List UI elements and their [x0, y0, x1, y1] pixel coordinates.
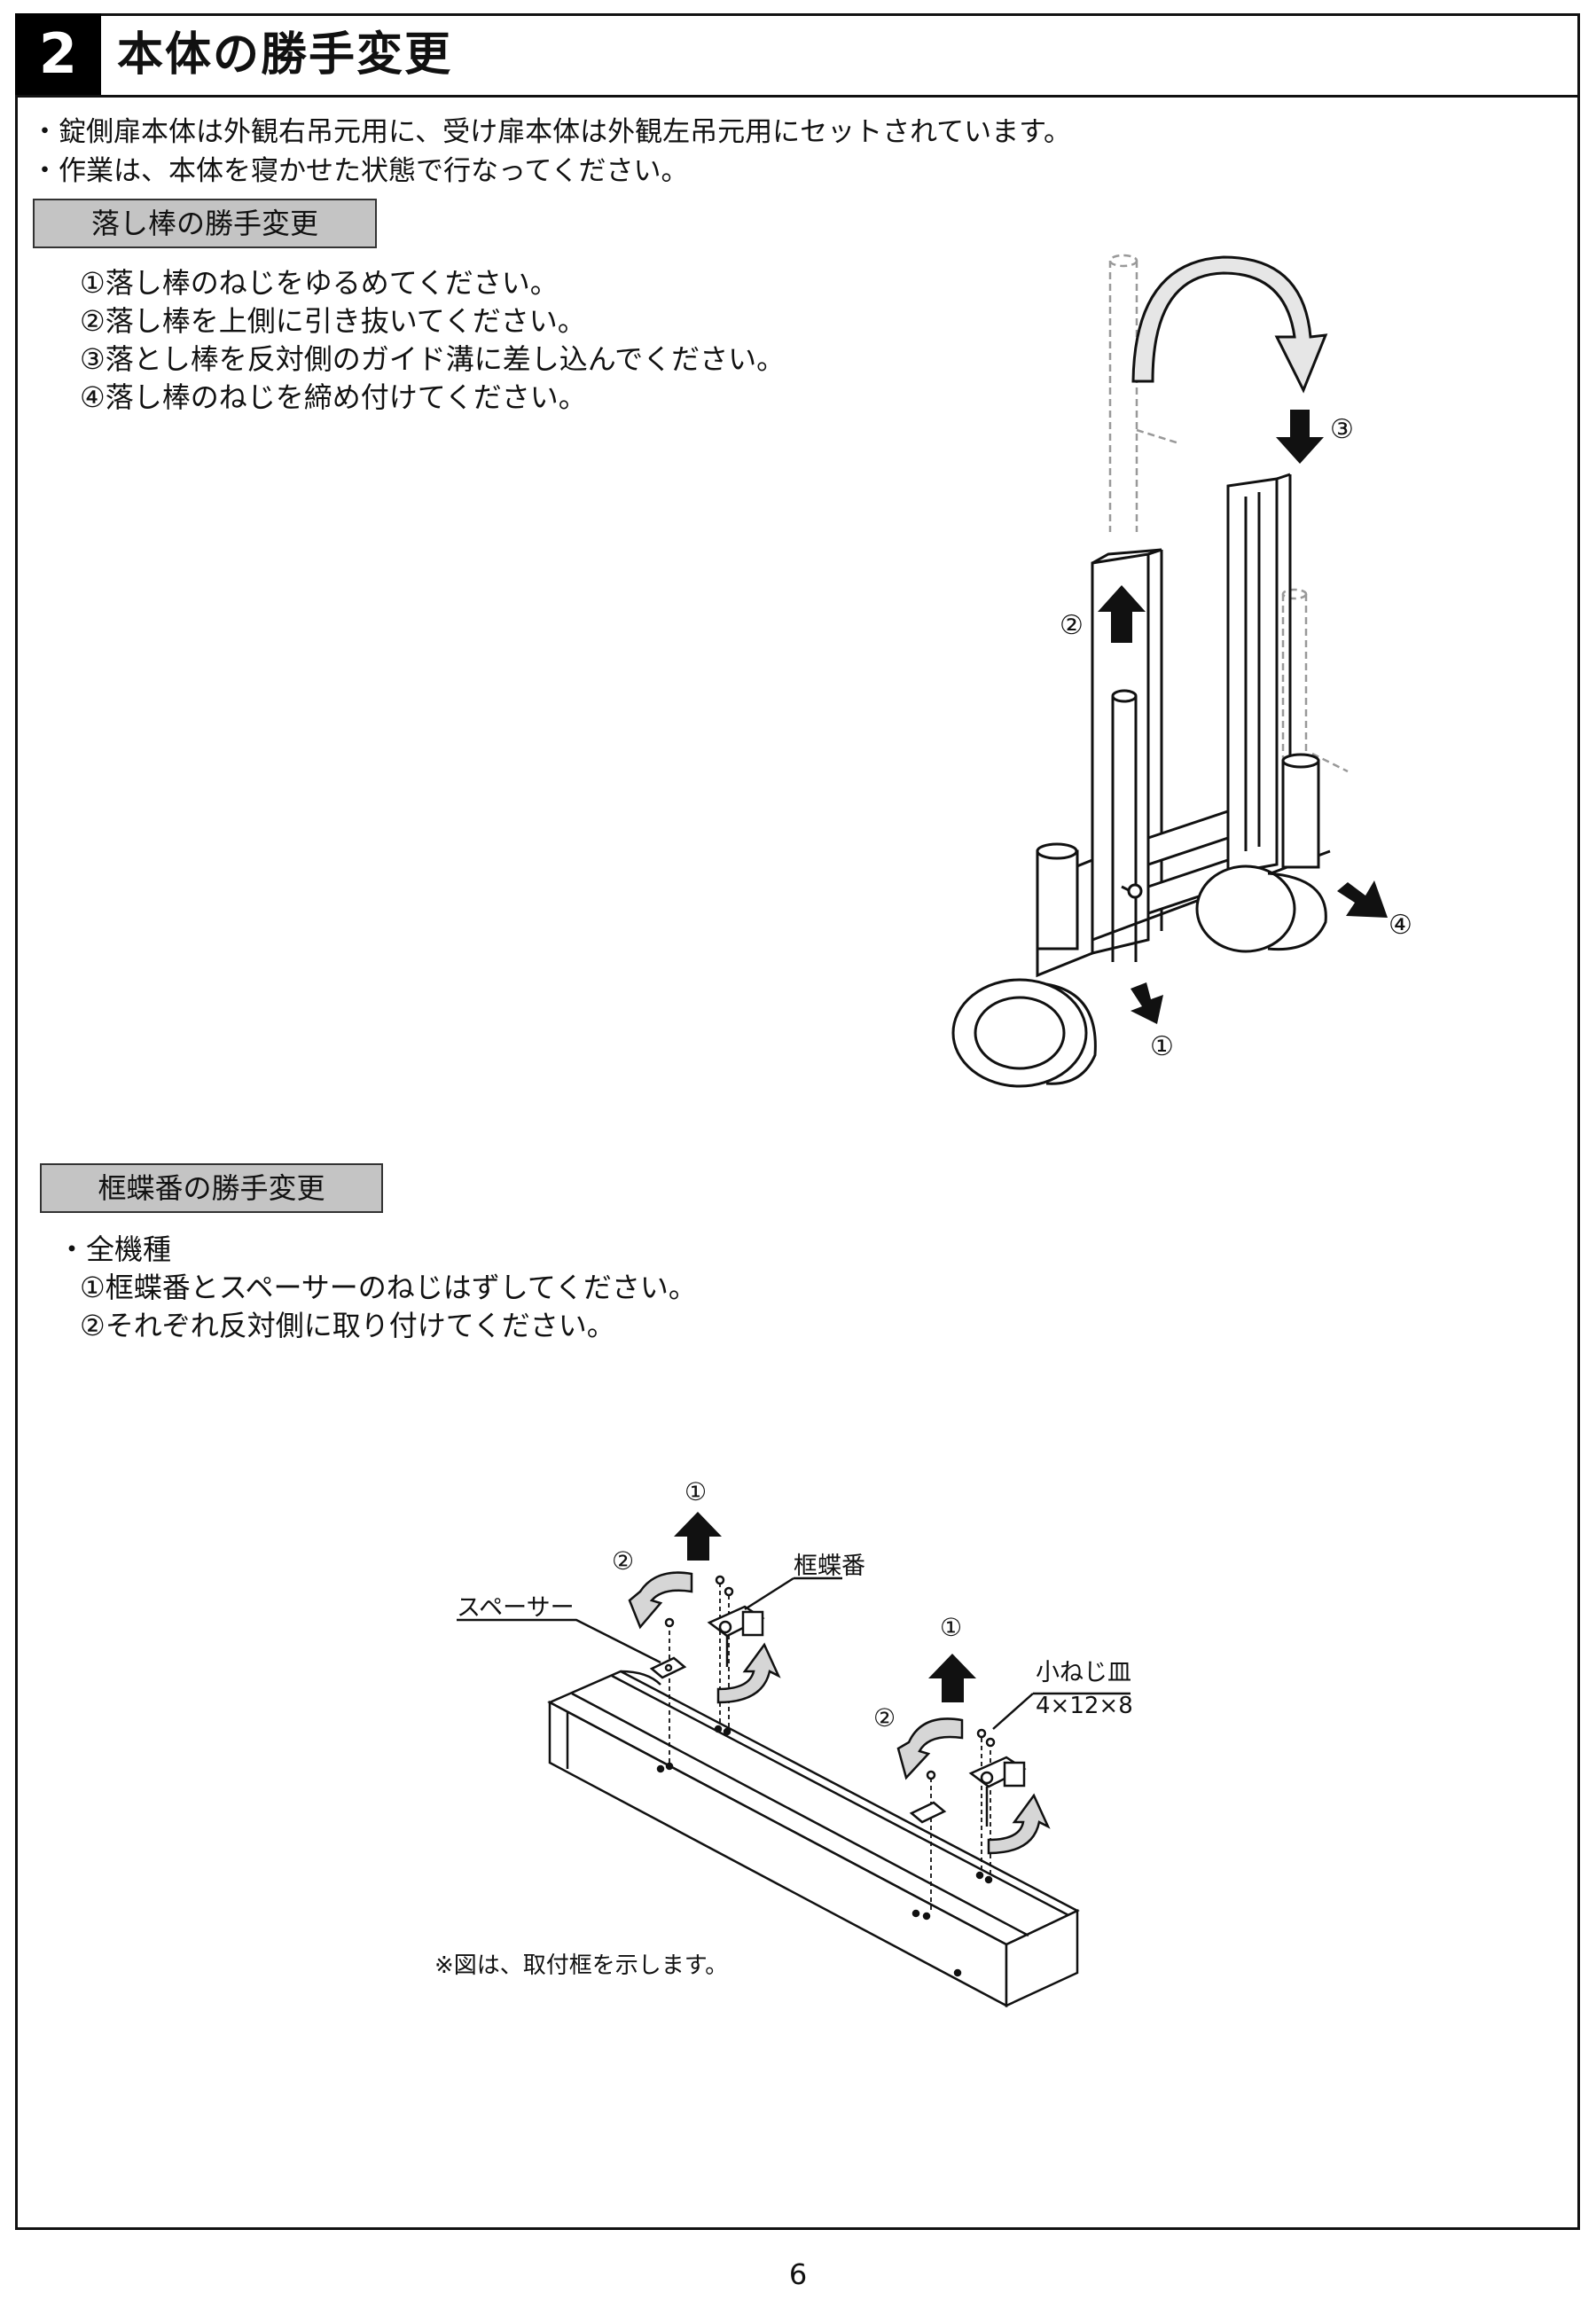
section-number: 2: [15, 13, 101, 95]
section-header: 2 本体の勝手変更: [15, 13, 1580, 98]
fig2-label-1b: ①: [940, 1613, 962, 1642]
hinge-part-label: 框蝶番: [794, 1553, 865, 1580]
drop-rod-step-4: ④落し棒のねじを締め付けてください。: [80, 380, 587, 414]
drop-rod-heading: 落し棒の勝手変更: [33, 199, 377, 248]
note-line-2: ・作業は、本体を寝かせた状態で行なってください。: [31, 155, 689, 187]
figure-note: ※図は、取付框を示します。: [434, 1952, 728, 1979]
page-number: 6: [788, 2257, 808, 2291]
fig1-label-4: ④: [1389, 910, 1412, 941]
hinge-heading: 框蝶番の勝手変更: [40, 1163, 383, 1213]
hinge-step-1: ①框蝶番とスペーサーのねじはずしてください。: [80, 1271, 697, 1304]
hinge-models: ・全機種: [58, 1232, 172, 1266]
drop-rod-step-1: ①落し棒のねじをゆるめてください。: [80, 266, 559, 300]
drop-rod-step-3: ③落とし棒を反対側のガイド溝に差し込んでください。: [80, 342, 786, 376]
screw-size-label: 4×12×8: [1036, 1693, 1133, 1719]
fig1-label-2: ②: [1060, 610, 1084, 641]
drop-rod-illustration: ③ ② ④ ①: [951, 254, 1412, 1088]
hinge-step-2: ②それぞれ反対側に取り付けてください。: [80, 1309, 615, 1342]
fig2-label-2b: ②: [873, 1703, 896, 1733]
drop-rod-step-2: ②落し棒を上側に引き抜いてください。: [80, 304, 586, 338]
spacer-label: スペーサー: [457, 1594, 575, 1622]
screw-label: 小ねじ皿: [1036, 1659, 1131, 1686]
fig1-label-3: ③: [1330, 414, 1354, 445]
fig2-label-2a: ②: [612, 1546, 634, 1576]
fig1-label-1: ①: [1150, 1031, 1174, 1062]
section-title: 本体の勝手変更: [117, 28, 453, 82]
fig2-label-1a: ①: [685, 1477, 707, 1506]
page-frame: [15, 13, 1580, 2230]
note-line-1: ・錠側扉本体は外観右吊元用に、受け扉本体は外観左吊元用にセットされています。: [31, 116, 1072, 148]
